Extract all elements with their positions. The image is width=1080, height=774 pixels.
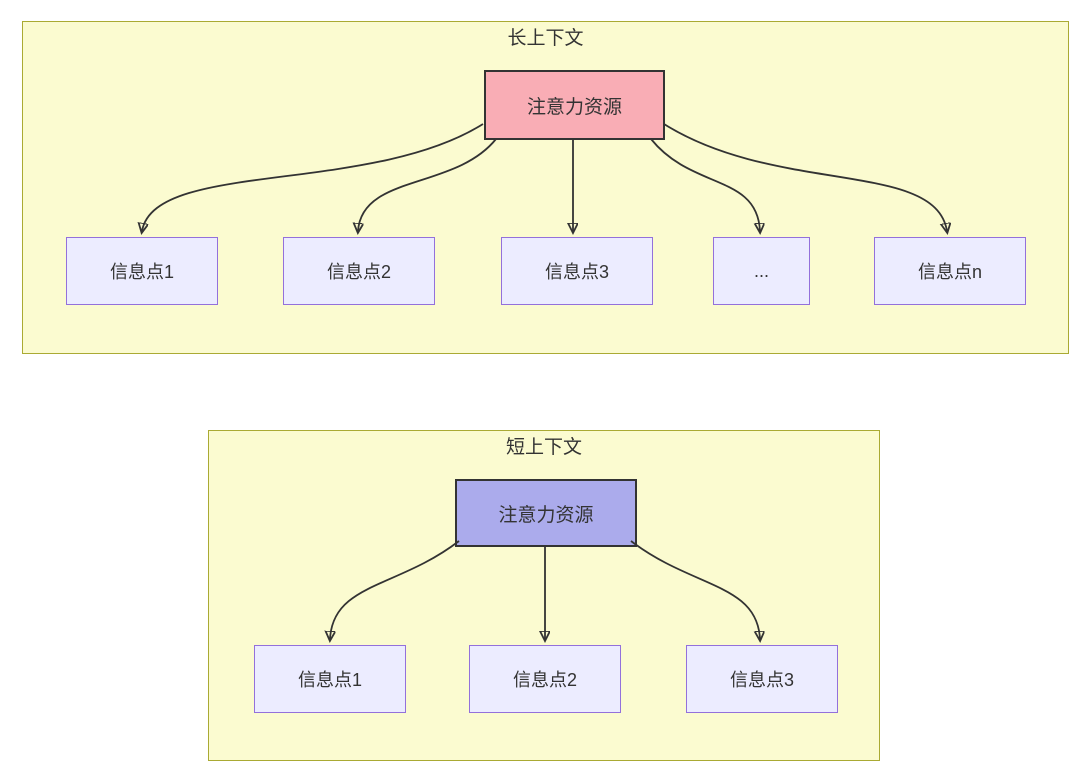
attention-resources-node-long: 注意力资源 [484,70,665,140]
cluster-long-context-title: 长上下文 [507,28,584,49]
attention-resources-label: 注意力资源 [526,96,622,118]
info-point-node-2-long: 信息点2 [283,237,435,305]
attention-resources-label: 注意力资源 [498,504,594,526]
info-point-node-ellipsis-long: ... [713,237,810,305]
cluster-long-context: 长上下文 注意力资源 信息点1 信息点2 信息点3 ... 信息点n [22,21,1069,354]
info-point-node-1-long: 信息点1 [66,237,218,305]
cluster-short-context-title: 短上下文 [505,437,582,458]
info-point-node-n-long: 信息点n [874,237,1026,305]
info-point-node-2-short: 信息点2 [469,645,621,713]
info-point-label: 信息点1 [109,262,174,282]
info-point-node-3-short: 信息点3 [686,645,838,713]
info-point-label: 信息点2 [512,670,577,690]
attention-resources-node-short: 注意力资源 [455,479,637,547]
info-point-label: ... [753,260,769,281]
info-point-label: 信息点3 [729,670,794,690]
cluster-short-context: 短上下文 注意力资源 信息点1 信息点2 信息点3 [208,430,880,761]
info-point-label: 信息点2 [326,262,391,282]
info-point-node-3-long: 信息点3 [501,237,653,305]
info-point-node-1-short: 信息点1 [254,645,406,713]
info-point-label: 信息点n [917,262,982,282]
info-point-label: 信息点3 [544,262,609,282]
info-point-label: 信息点1 [297,670,362,690]
